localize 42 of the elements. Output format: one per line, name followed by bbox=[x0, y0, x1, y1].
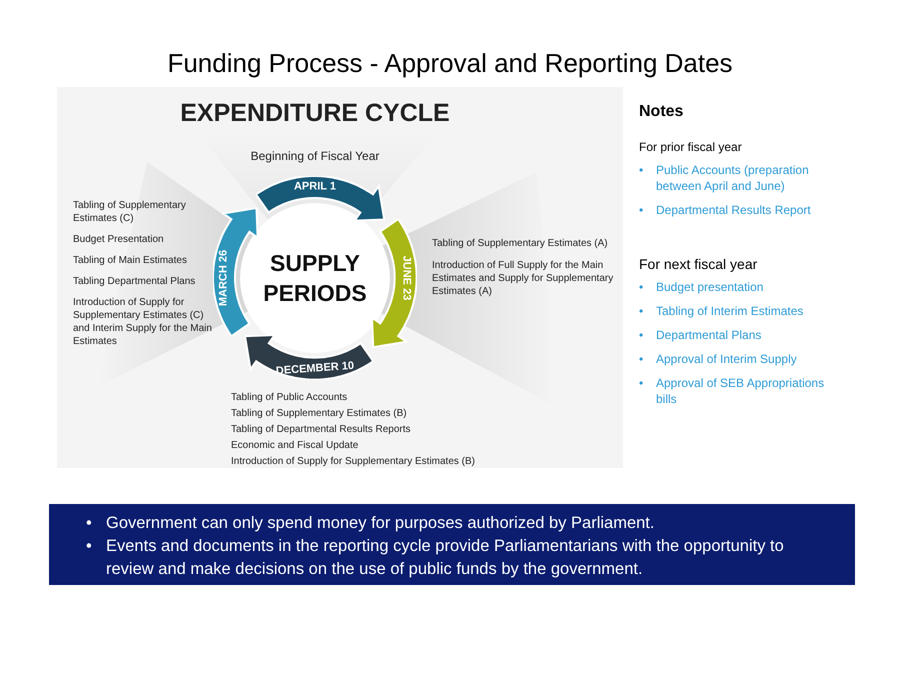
event-text: Introduction of Supply for Supplementary Estimates (C) and Interim Supply for the Main Estimates bbox=[73, 296, 213, 348]
event-text: Introduction of Supply for Supplementary Estimates (B) bbox=[231, 455, 476, 468]
section-heading: For prior fiscal year bbox=[639, 139, 743, 156]
bullet: • bbox=[639, 279, 644, 295]
summary-banner bbox=[49, 504, 855, 585]
center-label: SUPPLY PERIODS bbox=[262, 249, 368, 308]
date-label: MARCH 26 bbox=[218, 250, 230, 306]
bullet: • bbox=[86, 513, 93, 534]
event-text: Tabling of Supplementary Estimates (A) bbox=[432, 237, 609, 250]
date-label: DECEMBER 10 bbox=[276, 360, 354, 378]
date-label: JUNE 23 bbox=[400, 256, 412, 300]
event-text: Beginning of Fiscal Year bbox=[250, 148, 380, 165]
bullet: • bbox=[639, 351, 644, 367]
date-label: APRIL 1 bbox=[294, 181, 336, 192]
event-text: Tabling of Main Estimates bbox=[73, 254, 188, 267]
bullet: • bbox=[639, 303, 644, 319]
bullet: • bbox=[639, 202, 644, 218]
event-text: Tabling of Supplementary Estimates (C) bbox=[73, 199, 187, 225]
note-item: Tabling of Interim Estimates bbox=[656, 303, 804, 319]
event-text: Budget Presentation bbox=[73, 233, 165, 246]
event-text: Introduction of Full Supply for the Main Estimates and Supply for Supplementary Estimates (A) bbox=[432, 259, 614, 298]
note-item: Departmental Plans bbox=[656, 327, 762, 343]
notes-heading: Notes bbox=[639, 102, 684, 122]
event-text: Tabling Departmental Plans bbox=[73, 275, 196, 288]
summary-text: Government can only spend money for purposes authorized by Parliament. bbox=[106, 513, 654, 534]
bullet: • bbox=[639, 162, 644, 179]
event-text: Tabling of Supplementary Estimates (B) bbox=[231, 407, 408, 420]
bullet: • bbox=[639, 375, 644, 392]
event-text: Economic and Fiscal Update bbox=[231, 439, 360, 452]
diagram-heading: EXPENDITURE CYCLE bbox=[179, 98, 451, 129]
note-item: Approval of Interim Supply bbox=[656, 351, 797, 367]
event-text: Tabling of Departmental Results Reports bbox=[231, 423, 412, 436]
bullet: • bbox=[86, 536, 93, 557]
note-item: Budget presentation bbox=[656, 279, 764, 295]
note-item: Departmental Results Report bbox=[656, 202, 811, 218]
section-heading: For next fiscal year bbox=[639, 255, 758, 274]
summary-text: Events and documents in the reporting cycle provide Parliamentarians with the opportunity to review and make decisions on the use of public funds by the government. bbox=[106, 536, 785, 580]
note-item: Public Accounts (preparation between April and June) bbox=[656, 162, 810, 194]
page-title: Funding Process - Approval and Reporting Dates bbox=[166, 47, 734, 80]
event-text: Tabling of Public Accounts bbox=[231, 391, 348, 404]
bullet: • bbox=[639, 327, 644, 343]
note-item: Approval of SEB Appropriations bills bbox=[656, 375, 826, 407]
